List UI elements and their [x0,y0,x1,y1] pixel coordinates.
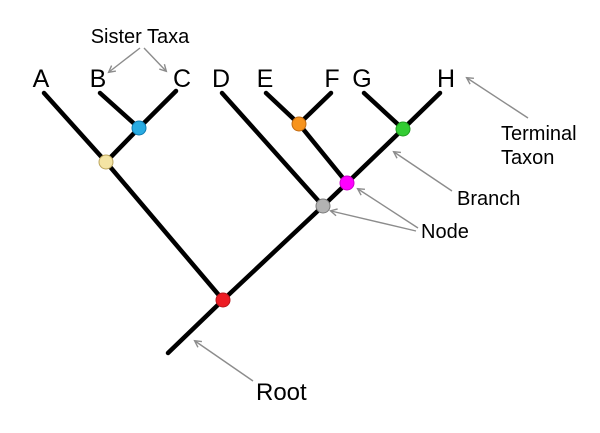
taxon-label-A: A [33,65,50,93]
branch-taxon-C [136,88,179,131]
taxon-label-B: B [90,65,107,93]
label-root: Root [256,379,307,406]
node-defgh [315,198,331,214]
label-branch: Branch [457,188,520,210]
arrow-branch-pointer [392,150,453,192]
root-stem [165,297,226,356]
branch-taxon-A [41,90,109,165]
node-root [215,292,231,308]
branch-taxon-E [263,90,302,127]
arrow-terminal-to-H [465,76,529,119]
tree-nodes [98,116,411,308]
label-sister-taxa: Sister Taxa [91,26,190,48]
arrow-root-pointer [193,339,254,382]
branch-abc-to-root [103,159,226,303]
label-terminal-line2: Taxon [501,147,554,169]
node-abc [98,154,114,170]
taxon-label-F: F [324,65,339,93]
branch-bc-to-abc [103,125,142,165]
branch-taxon-G [361,90,406,132]
node-bc [131,120,147,136]
annotation-arrows [107,47,529,382]
node-efgh [339,175,355,191]
taxon-label-D: D [212,65,230,93]
taxon-label-E: E [257,65,274,93]
taxon-label-H: H [437,65,455,93]
taxon-label-G: G [352,65,371,93]
node-ef [291,116,307,132]
arrow-node-to-defgh [329,208,417,232]
branch-ef-to-efgh [296,121,350,186]
arrow-sister-taxa-to-C [143,47,168,73]
arrow-node-to-efgh [356,187,419,229]
branch-taxon-D [219,90,326,209]
arrow-sister-taxa-to-B [107,47,141,74]
branch-gh-to-efgh [344,126,406,186]
branch-defgh-to-root [220,203,326,303]
taxon-label-C: C [173,65,191,93]
label-node: Node [421,221,469,243]
branch-taxon-H [400,90,443,132]
branch-taxon-B [97,90,142,131]
node-gh [395,121,411,137]
label-terminal-line1: Terminal [501,123,577,145]
tree-branches [41,88,443,356]
